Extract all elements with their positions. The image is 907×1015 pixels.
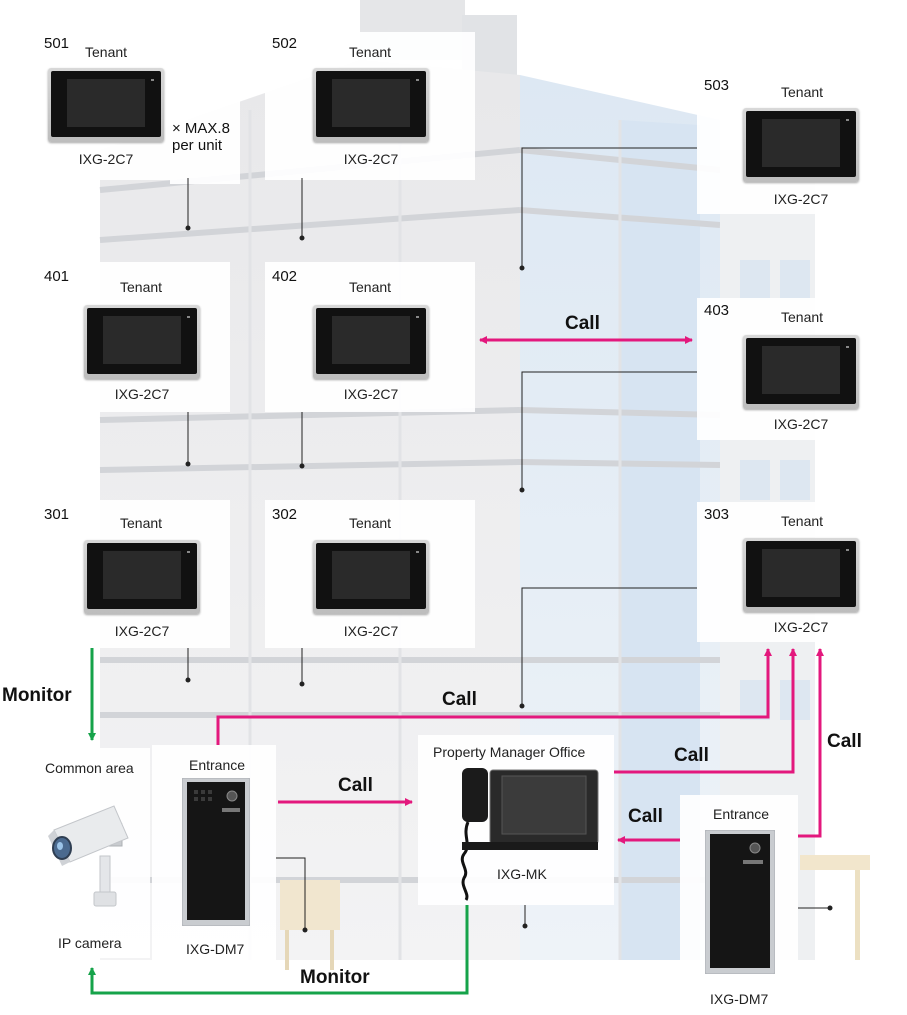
tenant-monitor-401 <box>84 305 200 379</box>
model-label-502: IXG-2C7 <box>343 151 399 167</box>
max-note-line-1: × MAX.8 <box>172 120 230 137</box>
model-label-302: IXG-2C7 <box>343 623 399 639</box>
tenant-label-403: Tenant <box>781 309 824 325</box>
tenant-label-402: Tenant <box>349 279 392 295</box>
tenant-label-501: Tenant <box>85 44 128 60</box>
unit-number-303: 303 <box>704 506 730 523</box>
common-area-title: Common area <box>45 760 134 776</box>
entrance-left-title: Entrance <box>189 757 246 773</box>
model-label-503: IXG-2C7 <box>773 191 829 207</box>
unit-number-301: 301 <box>44 506 70 523</box>
unit-number-401: 401 <box>44 268 70 285</box>
monitor-label-left: Monitor <box>2 685 72 706</box>
max-per-unit-note: × MAX.8 per unit <box>172 120 230 154</box>
tenant-label-302: Tenant <box>349 515 392 531</box>
model-label-303: IXG-2C7 <box>773 619 829 635</box>
call-label-entrance-right: Call <box>628 806 663 827</box>
card-max <box>170 92 240 184</box>
max-note-line-2: per unit <box>172 137 223 154</box>
unit-number-402: 402 <box>272 268 298 285</box>
model-label-403: IXG-2C7 <box>773 416 829 432</box>
tenant-label-502: Tenant <box>349 44 392 60</box>
unit-number-503: 503 <box>704 77 730 94</box>
tenant-monitor-503 <box>743 108 859 182</box>
tenant-label-301: Tenant <box>120 515 163 531</box>
office-model: IXG-MK <box>497 866 547 882</box>
entrance-panel-left <box>182 778 250 926</box>
tenant-monitor-502 <box>313 68 429 142</box>
tenant-monitor-402 <box>313 305 429 379</box>
master-station-icon <box>460 768 599 901</box>
tenant-monitor-303 <box>743 538 859 612</box>
entrance-right-title: Entrance <box>713 806 770 822</box>
monitor-label-bottom: Monitor <box>300 967 370 988</box>
call-label-top: Call <box>442 689 477 710</box>
call-label-far-right: Call <box>827 731 862 752</box>
tenant-monitor-403 <box>743 335 859 409</box>
tenant-label-303: Tenant <box>781 513 824 529</box>
tenant-monitor-301 <box>84 540 200 614</box>
tenant-label-503: Tenant <box>781 84 824 100</box>
model-label-501: IXG-2C7 <box>78 151 134 167</box>
office-title: Property Manager Office <box>433 744 586 760</box>
tenant-monitor-501 <box>48 68 164 142</box>
model-label-301: IXG-2C7 <box>114 623 170 639</box>
tenant-monitor-302 <box>313 540 429 614</box>
unit-number-403: 403 <box>704 302 730 319</box>
entrance-panel-right <box>705 830 775 974</box>
call-label-office: Call <box>338 775 373 796</box>
tenant-label-401: Tenant <box>120 279 163 295</box>
model-label-402: IXG-2C7 <box>343 386 399 402</box>
unit-number-501: 501 <box>44 35 70 52</box>
call-label-403: Call <box>565 313 600 334</box>
unit-number-302: 302 <box>272 506 298 523</box>
ip-camera-icon <box>48 805 129 907</box>
model-label-401: IXG-2C7 <box>114 386 170 402</box>
unit-number-502: 502 <box>272 35 298 52</box>
entrance-left-model: IXG-DM7 <box>186 941 245 957</box>
call-label-right-mid: Call <box>674 745 709 766</box>
entrance-right-model: IXG-DM7 <box>710 991 769 1007</box>
ip-camera-label: IP camera <box>58 935 122 951</box>
